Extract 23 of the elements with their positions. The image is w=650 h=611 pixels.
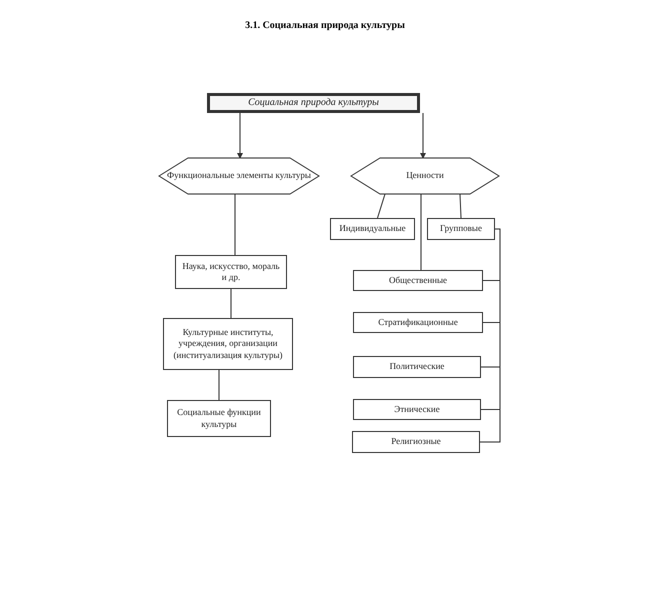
process-box: Наука, искусство, мораль и др. <box>175 255 287 289</box>
process-box: Групповые <box>427 218 495 240</box>
connector-line <box>230 288 232 318</box>
hexagon-box: Функциональные элементы культуры <box>158 157 320 195</box>
connector-line <box>234 194 236 256</box>
arrow <box>237 112 243 160</box>
process-box: Культурные институты, учреждения, организации (институализация культуры) <box>163 318 293 370</box>
process-box: Политические <box>353 356 481 378</box>
connector-line <box>460 194 462 218</box>
process-box: Этнические <box>353 399 481 420</box>
process-box: Религиозные <box>352 431 480 453</box>
process-box: Социальные функции культуры <box>167 400 271 437</box>
connector-line <box>420 194 422 270</box>
process-box: Индивидуальные <box>330 218 415 240</box>
diagram-title: 3.1. Социальная природа культуры <box>244 20 406 31</box>
connector-line <box>377 194 386 218</box>
process-box: Общественные <box>353 270 483 291</box>
connector-line <box>480 228 500 442</box>
hexagon-box: Ценности <box>350 157 500 195</box>
title-box: Социальная природа культуры <box>207 93 420 113</box>
connector-line <box>218 370 220 400</box>
process-box: Стратификационные <box>353 312 483 333</box>
arrow <box>420 112 426 160</box>
